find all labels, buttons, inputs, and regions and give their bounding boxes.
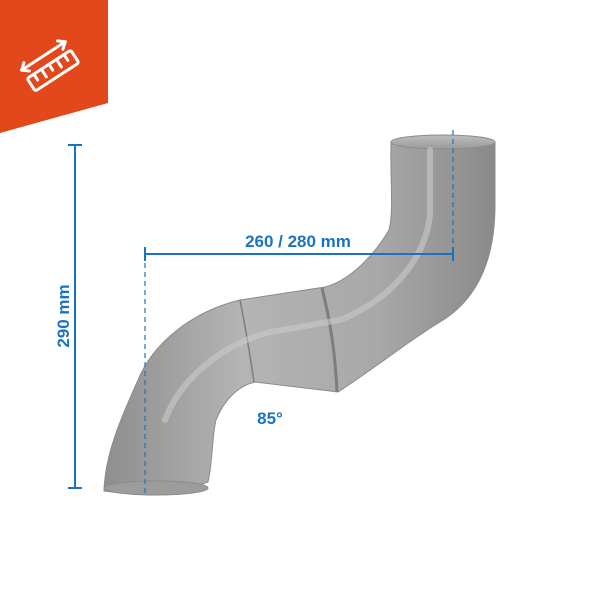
corner-badge bbox=[0, 0, 108, 133]
pipe-body bbox=[103, 141, 496, 495]
pipe-highlight bbox=[162, 147, 433, 423]
ruler-measure-icon bbox=[20, 39, 80, 92]
pipe-top-opening bbox=[390, 134, 496, 150]
dimension-annotations: 290 mm 260 / 280 mm 85° bbox=[54, 130, 454, 495]
offset-dimension-label: 260 / 280 mm bbox=[245, 232, 351, 251]
angle-label: 85° bbox=[257, 409, 283, 428]
pipe-bottom-opening bbox=[103, 480, 209, 496]
badge-background bbox=[0, 0, 108, 133]
pipe-joint-sleeve bbox=[320, 287, 339, 393]
pipe-offset-bend bbox=[103, 134, 496, 496]
height-dimension-label: 290 mm bbox=[54, 284, 73, 347]
